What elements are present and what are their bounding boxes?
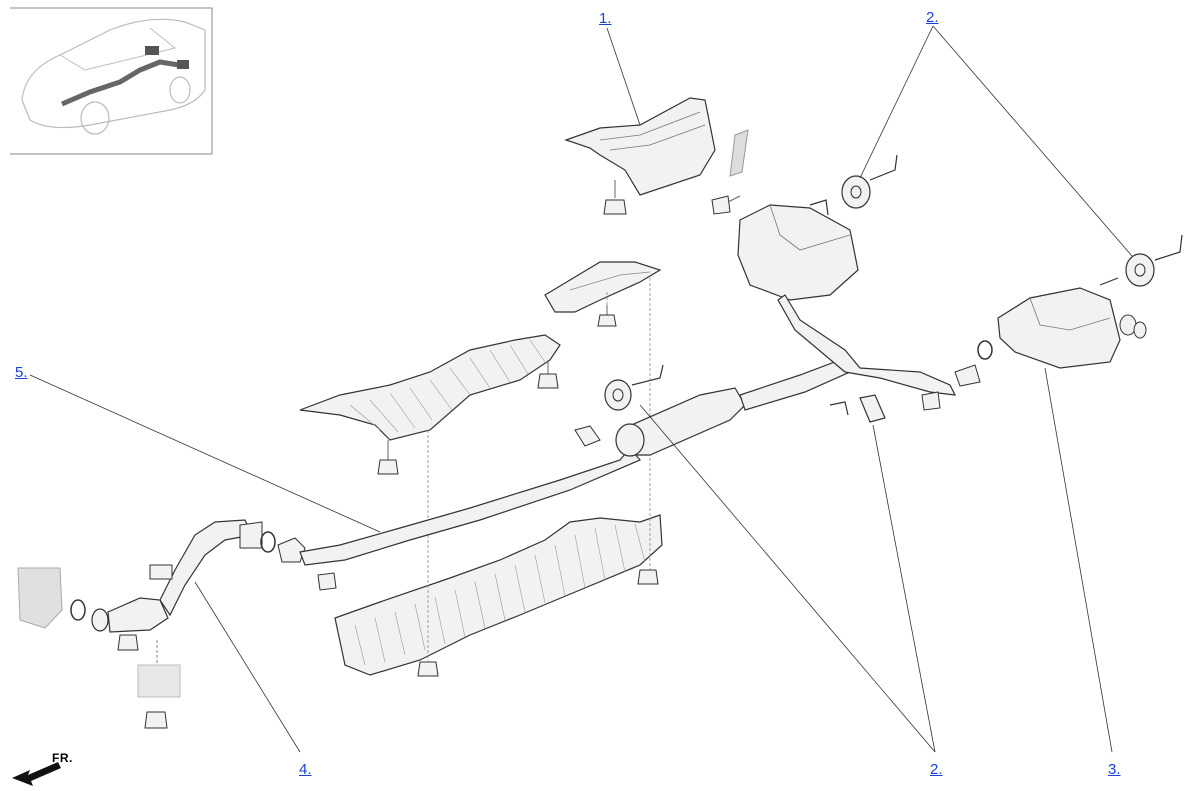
middle-heat-shield (544, 261, 662, 327)
callout-part-2-rear[interactable]: 2. (926, 9, 939, 26)
callout-part-3[interactable]: 3. (1108, 761, 1121, 778)
floor-shield-nut-left (377, 440, 399, 475)
vehicle-locator-inset (10, 7, 213, 155)
front-pipe (17, 519, 263, 729)
callout-part-1[interactable]: 1. (599, 10, 612, 27)
front-direction-arrow-icon (12, 762, 61, 786)
center-pipe (260, 359, 851, 591)
rubber-mount-center (604, 364, 664, 411)
rubber-mount-lower (829, 394, 886, 423)
floor-shield-nut-right (537, 360, 559, 389)
callout-part-4[interactable]: 4. (299, 761, 312, 778)
rear-muffler (954, 287, 1147, 387)
rubber-mount-rear (1099, 234, 1183, 287)
leader-lines (29, 25, 1133, 753)
rubber-mount-upper (809, 154, 898, 216)
callout-part-2-center[interactable]: 2. (930, 761, 943, 778)
heat-shield-bolt (711, 195, 741, 215)
heat-shield-nut (603, 180, 627, 215)
callout-part-5[interactable]: 5. (15, 364, 28, 381)
upper-heat-shield (564, 97, 749, 215)
front-muffler (737, 204, 957, 411)
lower-floor-heat-shield (334, 514, 663, 677)
center-floor-heat-shield (299, 334, 561, 475)
front-direction-label: FR. (52, 751, 73, 765)
